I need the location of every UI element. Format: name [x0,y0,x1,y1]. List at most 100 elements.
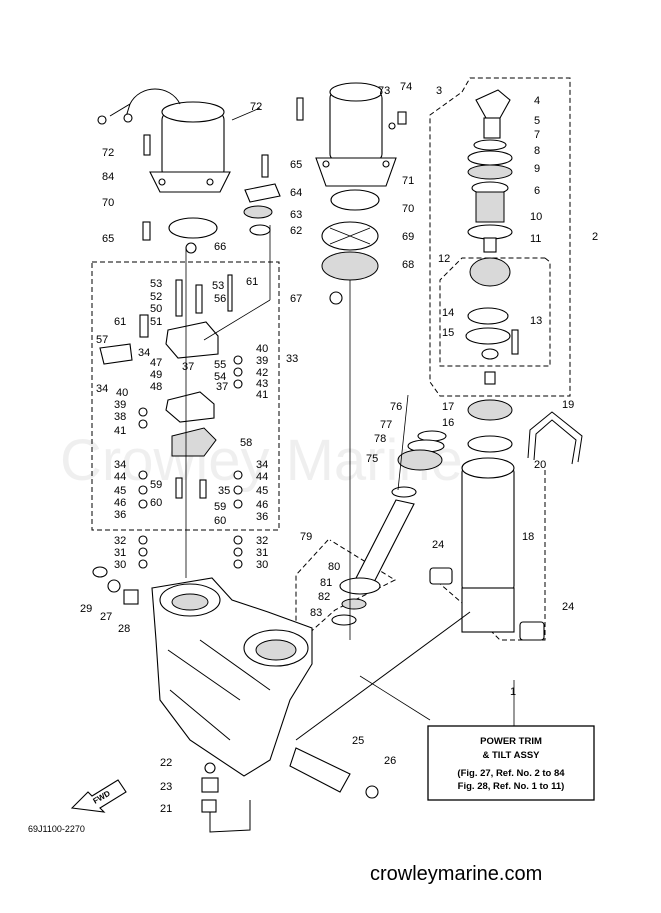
callout-78: 78 [374,433,386,445]
callout-7: 7 [534,129,540,141]
info-box [427,725,595,801]
callout-54: 54 [214,371,226,383]
callout-56: 56 [214,293,226,305]
filter-68 [321,251,379,281]
callout-30b: 30 [256,559,268,571]
callout-37b: 37 [216,381,228,393]
bushing-24-right [519,621,545,641]
callout-59a: 59 [150,479,162,491]
callout-24b: 24 [562,601,574,613]
callout-59b: 59 [214,501,226,513]
info-line-3: (Fig. 27, Ref. No. 2 to 84 [457,768,565,779]
shaft-25 [289,747,351,793]
callout-43: 43 [256,378,268,390]
callout-24a: 24 [432,539,444,551]
cover-64 [244,183,281,203]
callout-22: 22 [160,757,172,769]
bushing-24-left [429,567,453,585]
callout-32a: 32 [114,535,126,547]
callout-83: 83 [310,607,322,619]
leader-lines [185,107,515,728]
callout-33: 33 [286,353,298,365]
callout-46b: 46 [256,499,268,511]
motor-left [97,88,231,193]
callout-40a: 40 [256,343,268,355]
callout-15: 15 [442,327,454,339]
callout-44a: 44 [114,471,126,483]
callout-52: 52 [150,291,162,303]
callout-37a: 37 [182,361,194,373]
callout-31b: 31 [256,547,268,559]
info-line-4: Fig. 28, Ref. No. 1 to 11) [458,781,565,792]
callout-25: 25 [352,735,364,747]
callout-3: 3 [436,85,442,97]
callout-61a: 61 [114,316,126,328]
callout-23: 23 [160,781,172,793]
callout-68: 68 [402,259,414,271]
callout-48: 48 [150,381,162,393]
callout-73: 73 [378,85,390,97]
callout-39b: 39 [114,399,126,411]
callout-46a: 46 [114,497,126,509]
callout-81: 81 [320,577,332,589]
callout-50: 50 [150,303,162,315]
faint-watermark: Crowley Marine [60,428,463,493]
callout-60b: 60 [214,515,226,527]
callout-28: 28 [118,623,130,635]
group-box-33 [91,261,280,531]
callout-6: 6 [534,185,540,197]
callout-77: 77 [380,419,392,431]
drawing-code: 69J1100-2270 [28,824,85,834]
pipe-19 [527,411,583,463]
valve-body-33 [99,274,243,569]
callout-11: 11 [530,233,541,245]
callout-1: 1 [510,686,516,698]
callout-10: 10 [530,211,542,223]
callout-38: 38 [114,411,126,423]
callout-4: 4 [534,95,540,107]
manifold-bracket [151,577,313,777]
info-line-2: & TILT ASSY [483,750,541,761]
screen-63 [243,205,273,219]
callout-80: 80 [328,561,340,573]
callout-70b: 70 [402,203,414,215]
site-watermark: crowleymarine.com [370,863,542,885]
callout-76: 76 [390,401,402,413]
callout-49: 49 [150,369,162,381]
callout-40b: 40 [116,387,128,399]
callout-55: 55 [214,359,226,371]
callout-51: 51 [150,316,162,328]
callout-69: 69 [402,231,414,243]
callout-63: 63 [290,209,302,221]
callout-75: 75 [366,453,378,465]
group-box-18 [429,470,546,641]
callout-71: 71 [402,175,414,187]
callout-5: 5 [534,115,540,127]
callout-44b: 44 [256,471,268,483]
callout-13: 13 [530,315,542,327]
o-ring-70-right [330,189,380,211]
callout-14: 14 [442,307,454,319]
callout-12: 12 [438,253,450,265]
callout-45a: 45 [114,485,126,497]
callout-62: 62 [290,225,302,237]
tilt-ram-assembly [461,89,519,633]
callout-36b: 36 [256,511,268,523]
pipe-21 [209,800,251,833]
callout-41b: 41 [114,425,126,437]
callout-84: 84 [102,171,114,183]
callout-34d: 34 [256,459,268,471]
clip-26 [365,785,379,799]
callout-61b: 61 [246,276,258,288]
callout-27: 27 [100,611,112,623]
callout-17: 17 [442,401,454,413]
motor-right [315,82,397,187]
callout-74: 74 [400,81,412,93]
callout-2: 2 [592,231,598,243]
callout-19: 19 [562,399,574,411]
callout-16: 16 [442,417,454,429]
callout-35: 35 [218,485,230,497]
callout-45b: 45 [256,485,268,497]
